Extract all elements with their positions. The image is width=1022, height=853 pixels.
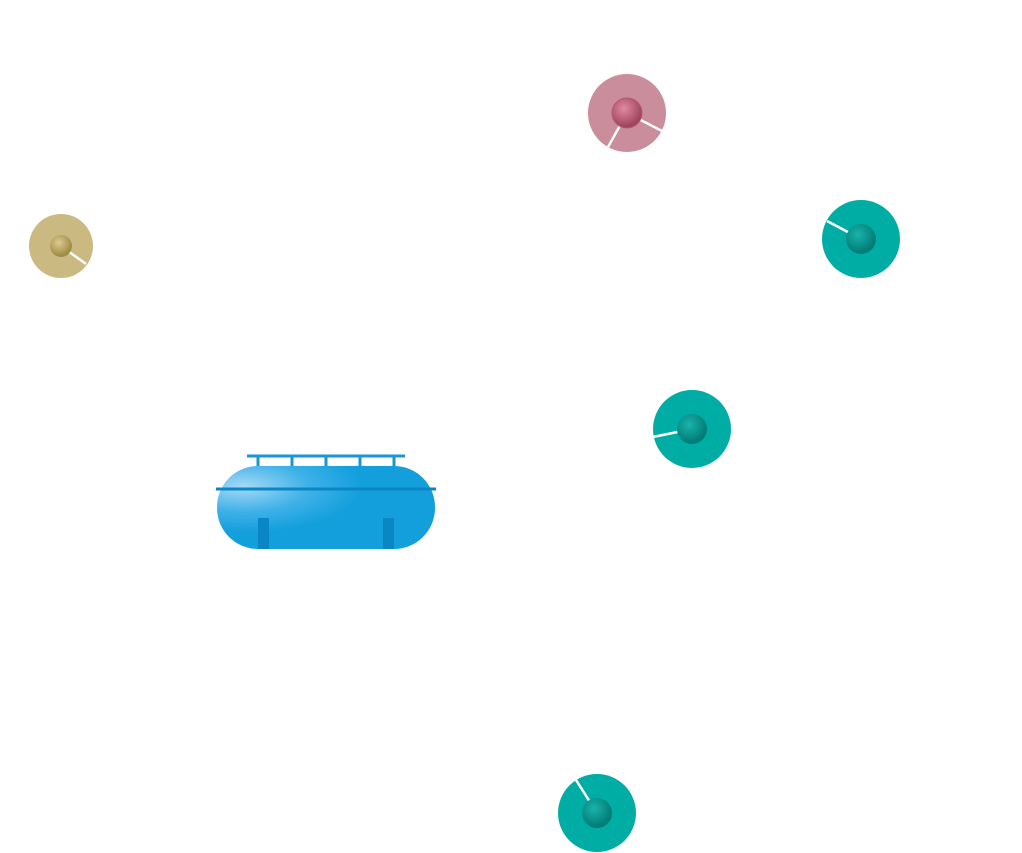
tank-body: [217, 466, 435, 549]
storage-tank-icon: [216, 454, 436, 549]
tank-railing: [247, 454, 405, 468]
node-teal-bottom: [558, 774, 636, 852]
node-teal-right: [822, 200, 900, 278]
tank-leg-left: [258, 518, 269, 549]
node-gold: [29, 214, 93, 278]
node-pink: [588, 74, 666, 152]
node-teal-center: [652, 390, 731, 468]
tank-leg-right: [383, 518, 394, 549]
